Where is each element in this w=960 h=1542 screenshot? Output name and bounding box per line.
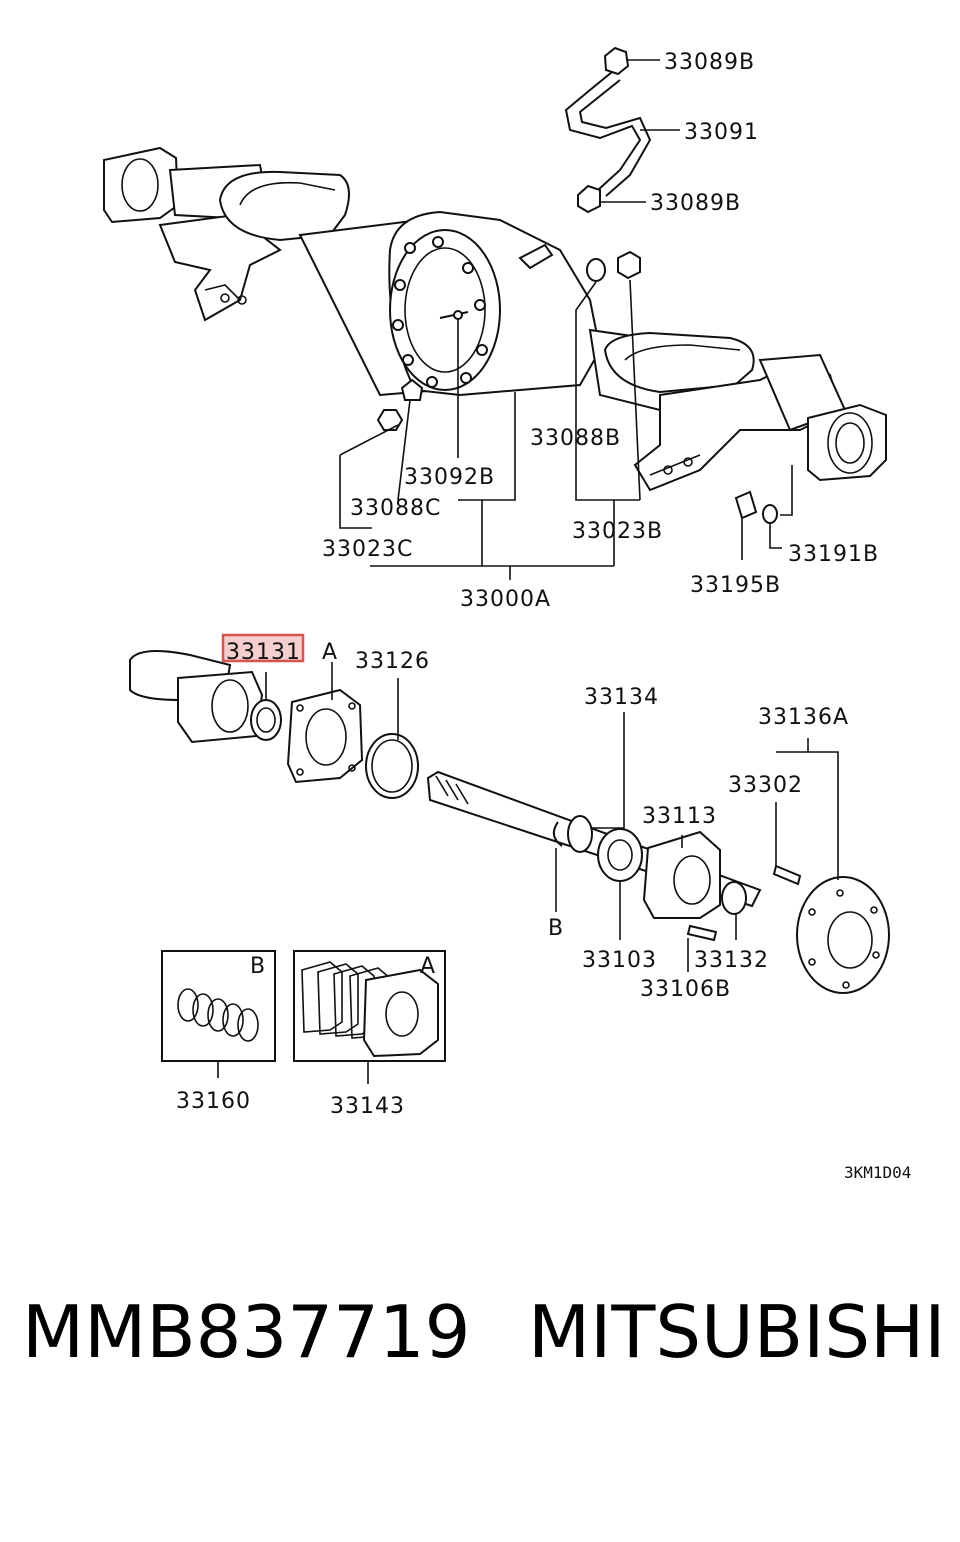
part-number: MMB837719 bbox=[22, 1290, 471, 1374]
brand-name: MITSUBISHI bbox=[528, 1290, 946, 1374]
label-33106B[interactable]: 33106B bbox=[640, 977, 731, 1002]
label-33134[interactable]: 33134 bbox=[584, 685, 659, 710]
label-33000A[interactable]: 33000A bbox=[460, 587, 551, 612]
footer-caption: MMB837719 MITSUBISHI bbox=[0, 1290, 960, 1400]
diagram-code: 3KM1D04 bbox=[844, 1163, 911, 1182]
label-33136A[interactable]: 33136A bbox=[758, 705, 849, 730]
axle-shaft-drawing bbox=[129, 650, 890, 994]
label-33126[interactable]: 33126 bbox=[355, 649, 430, 674]
label-33089B-bottom[interactable]: 33089B bbox=[650, 191, 741, 216]
highlight-box bbox=[221, 633, 305, 663]
label-33088C[interactable]: 33088C bbox=[350, 496, 441, 521]
label-33113[interactable]: 33113 bbox=[642, 804, 717, 829]
part-labels: 33089B 33091 33089B 33088B 33092B 33088C… bbox=[176, 50, 911, 1182]
label-33160[interactable]: 33160 bbox=[176, 1089, 251, 1114]
label-33191B[interactable]: 33191B bbox=[788, 542, 879, 567]
label-33131[interactable]: 33131 bbox=[226, 640, 301, 665]
label-A-box[interactable]: A bbox=[420, 954, 436, 979]
axle-housing-drawing bbox=[103, 146, 887, 524]
label-33143[interactable]: 33143 bbox=[330, 1094, 405, 1119]
label-B-shaft[interactable]: B bbox=[548, 916, 564, 941]
label-33195B[interactable]: 33195B bbox=[690, 573, 781, 598]
label-33103[interactable]: 33103 bbox=[582, 948, 657, 973]
breather-hose-drawing bbox=[564, 46, 652, 214]
exploded-parts-diagram: 33089B 33091 33089B 33088B 33092B 33088C… bbox=[103, 46, 911, 1182]
label-33089B-top[interactable]: 33089B bbox=[664, 50, 755, 75]
label-33023C[interactable]: 33023C bbox=[322, 537, 413, 562]
kit-boxes-drawing bbox=[161, 950, 446, 1062]
label-33132[interactable]: 33132 bbox=[694, 948, 769, 973]
label-33023B[interactable]: 33023B bbox=[572, 519, 663, 544]
label-B-box[interactable]: B bbox=[250, 954, 266, 979]
leader-lines bbox=[217, 59, 839, 1084]
label-33302[interactable]: 33302 bbox=[728, 773, 803, 798]
label-33091[interactable]: 33091 bbox=[684, 120, 759, 145]
label-33088B[interactable]: 33088B bbox=[530, 426, 621, 451]
label-A-top[interactable]: A bbox=[322, 640, 338, 665]
label-33092B[interactable]: 33092B bbox=[404, 465, 495, 490]
